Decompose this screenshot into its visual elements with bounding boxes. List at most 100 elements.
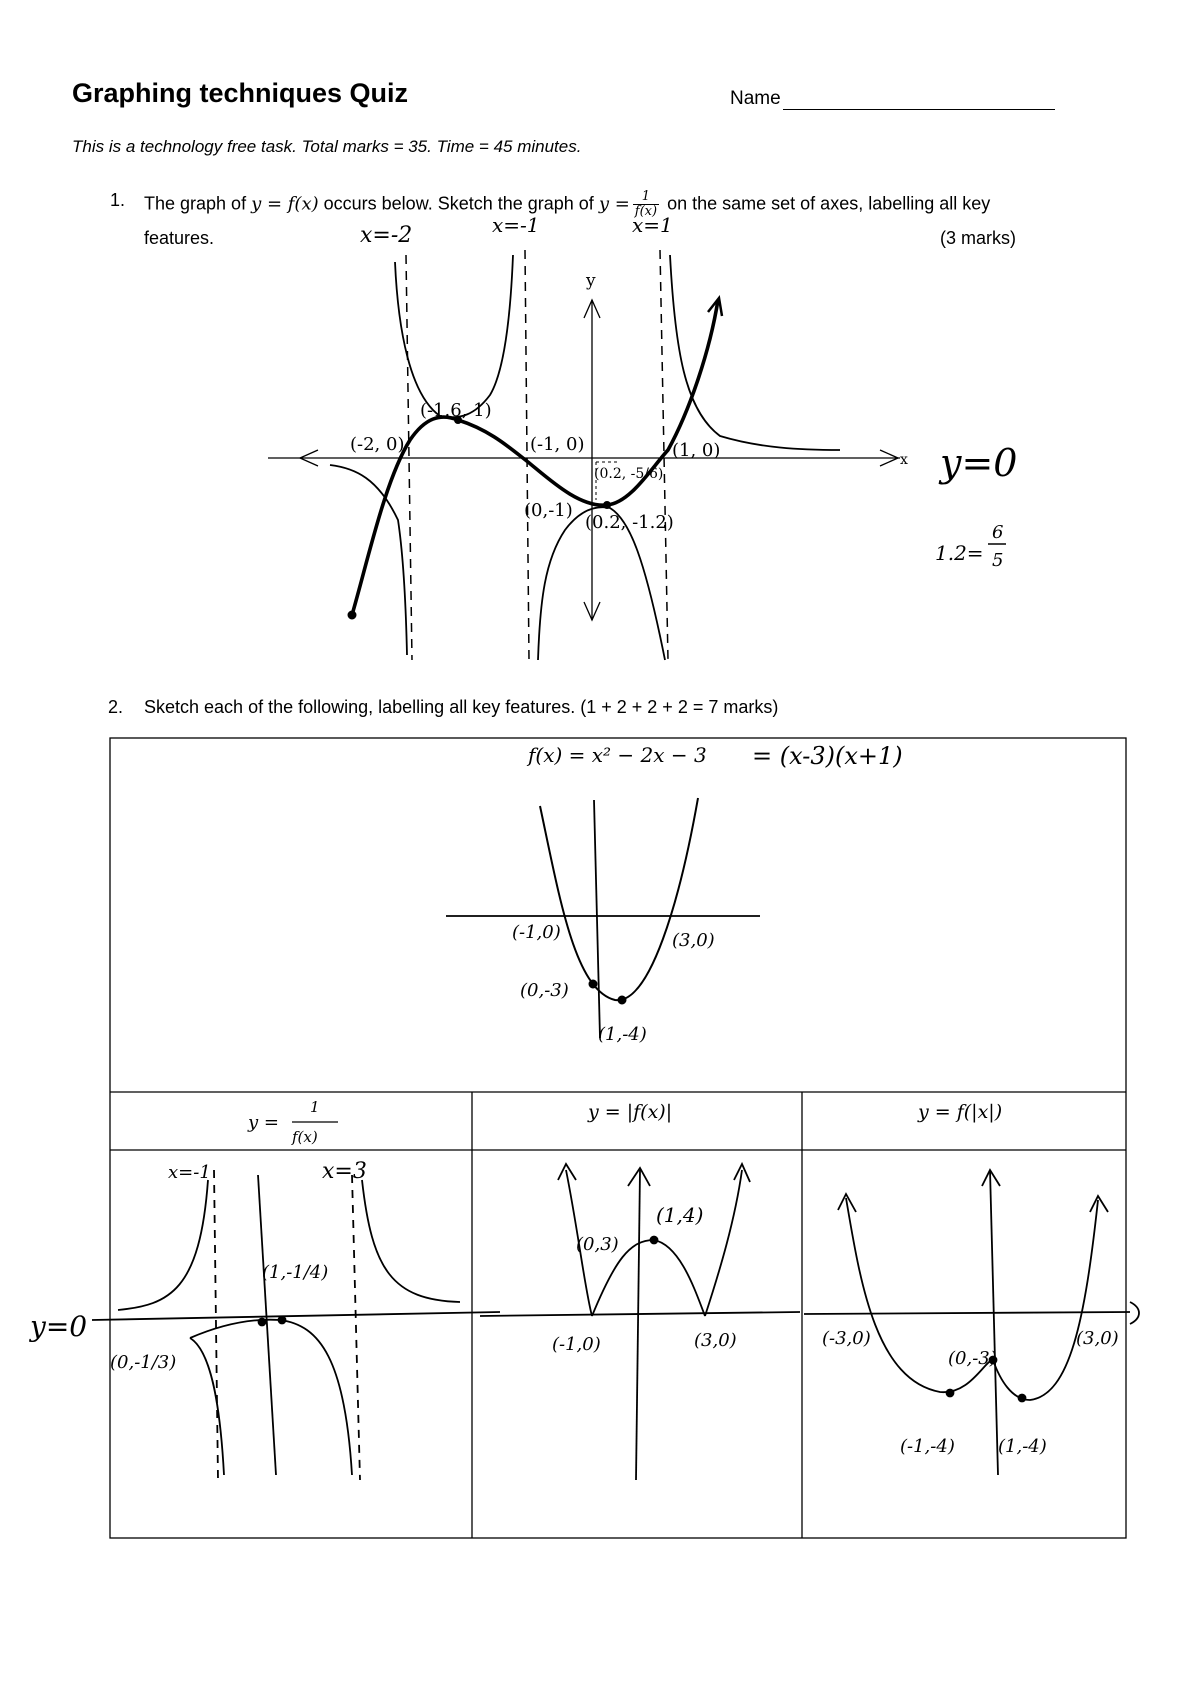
fraction-denominator: f(x) [634,204,658,219]
cell2-label-root-neg1: (-1,0) [552,1334,601,1355]
q1-hand-note-num: 6 [992,522,1003,543]
q1-x-axis-arrow-right [879,449,900,467]
q1-y-axis-label: y [585,271,596,291]
q2-number: 2. [108,697,124,717]
q1-label-root-1: (1, 0) [672,440,720,461]
cell2-y-axis-arrow [627,1166,651,1187]
cell1-hand-asym-neg1: x=-1 [168,1162,211,1183]
cell2-label-root-3: (3,0) [694,1330,737,1351]
cell2-left-arrow [557,1162,577,1181]
q1-reciprocal-branch-bottom [537,506,666,661]
q1-hand-asym-neg1: x=-1 [492,213,540,237]
instructions: This is a technology free task. Total ma… [72,137,582,156]
fraction-numerator: 1 [632,190,660,205]
cell3-label-root-3: (3,0) [1076,1328,1119,1349]
cell2-right-arrow [733,1161,751,1183]
q1-curve-endpoint [347,610,357,620]
page-title: Graphing techniques Quiz [72,78,409,108]
q1-x-axis-label: x [900,452,908,468]
q1-asymptote-x-neg1 [524,249,530,661]
cell3-point-min-left [945,1388,955,1398]
q1-text-features: features. [144,228,215,248]
cell3-right-branch [992,1199,1099,1401]
cell1-branch-left [117,1179,209,1311]
q1-text-part: on the same set of axes, labelling all k… [662,193,991,214]
top-hand-factorised: = (x-3)(x+1) [752,742,903,770]
q1-point-min [603,501,611,509]
q1-function-expr: y = f(x) [251,193,319,215]
name-field[interactable]: Name [730,88,1055,110]
cell3-point-min-right [1017,1393,1027,1403]
name-label: Name [730,88,781,109]
cell3-y-axis-arrow [981,1168,1001,1187]
top-label-root-neg1: (-1,0) [512,922,561,943]
cell2-left-arm [565,1169,593,1317]
top-label-vertex: (1,-4) [598,1024,647,1045]
q1-label-recip-max: (0.2, -5/6) [594,466,663,482]
cell1-branch-middle-right [189,1318,353,1476]
q1-y-axis-arrow-up [583,298,601,319]
q1-label-max: (-1.6, 1) [420,400,492,421]
q1-graph: y x (-1.6, 1) (-2, 0) (-1, 0) (1, 0) (0,… [268,213,1017,661]
q1-number: 1. [110,190,126,210]
name-blank-line [782,91,1055,110]
cell3-label-root-neg3: (-3,0) [822,1328,871,1349]
q1-cubic-fx-curve [350,299,720,616]
cell1-branch-middle-left [189,1337,225,1476]
cell1-hand-asym-3: x=3 [322,1159,367,1184]
cell2-right-arm [704,1169,743,1317]
cell1-point-y-intercept [257,1317,267,1327]
q1-label-min: (0.2, -1.2) [585,512,674,533]
q1-hand-note-den: 5 [992,550,1003,571]
top-point-y-intercept [588,979,598,989]
cell3-label-y-intercept: (0,-3) [948,1348,997,1369]
cell3-left-arrow [837,1192,857,1213]
top-label-root-3: (3,0) [672,930,715,951]
q1-label-y-intercept: (0,-1) [524,500,573,521]
cell1-label-y-intercept: (0,-1/3) [110,1352,176,1373]
q1-reciprocal-branch-middle-top [394,254,514,419]
cell2-label-y-intercept: (0,3) [576,1234,619,1255]
cell3-x-axis-arrow [1129,1301,1140,1325]
cell1-branch-right [361,1179,461,1303]
cell1-asymptote-x-neg1 [213,1169,219,1481]
q2-text: Sketch each of the following, labelling … [144,697,779,717]
top-label-y-intercept: (0,-3) [520,980,569,1001]
cell2-title: y = |f(x)| [587,1101,672,1123]
cell3-label-min-left: (-1,-4) [900,1436,955,1457]
cell1-asymptote-x-3 [351,1174,361,1481]
q1-hand-asym-1: x=1 [632,213,673,237]
cell3-y-axis [989,1169,999,1476]
cell1-point-max [277,1315,287,1325]
top-function-title: f(x) = x² − 2x − 3 [526,743,707,767]
cell2-label-max: (1,4) [656,1203,703,1227]
cell2-point-max [649,1235,659,1245]
q1-reciprocal-branch-right [669,254,841,451]
q1-label-root-neg2: (-2, 0) [350,434,404,455]
cell3-right-arrow [1089,1194,1109,1213]
cell3-label-min-right: (1,-4) [998,1436,1047,1457]
cell3-x-axis [803,1311,1131,1315]
cell2-y-axis [635,1169,641,1481]
q1-text-part: occurs below. Sketch the graph of [318,193,599,214]
cell1-y-axis [257,1174,277,1476]
q1-reciprocal-branch-left [329,464,408,656]
top-y-axis [593,799,601,1039]
q1-y-axis-arrow-down [583,601,601,622]
cell1-x-axis [91,1311,501,1321]
top-point-vertex [617,995,627,1005]
cell1-title: y = 1 f(x) [247,1098,338,1146]
q1-y-equals: y = [598,193,630,215]
cell3-title: y = f(|x|) [917,1101,1002,1123]
q2-table-border [109,737,1127,1539]
cell3-left-branch [845,1197,994,1393]
q1-marks: (3 marks) [940,228,1016,248]
cell1-title-y: y = [247,1112,279,1133]
cell1-frac-num: 1 [310,1098,320,1116]
q1-x-axis-arrow-left [298,449,319,467]
q1-point-max [454,416,462,424]
q1-asymptote-x-1 [659,249,669,661]
q1-text-part: The graph of [144,193,252,214]
